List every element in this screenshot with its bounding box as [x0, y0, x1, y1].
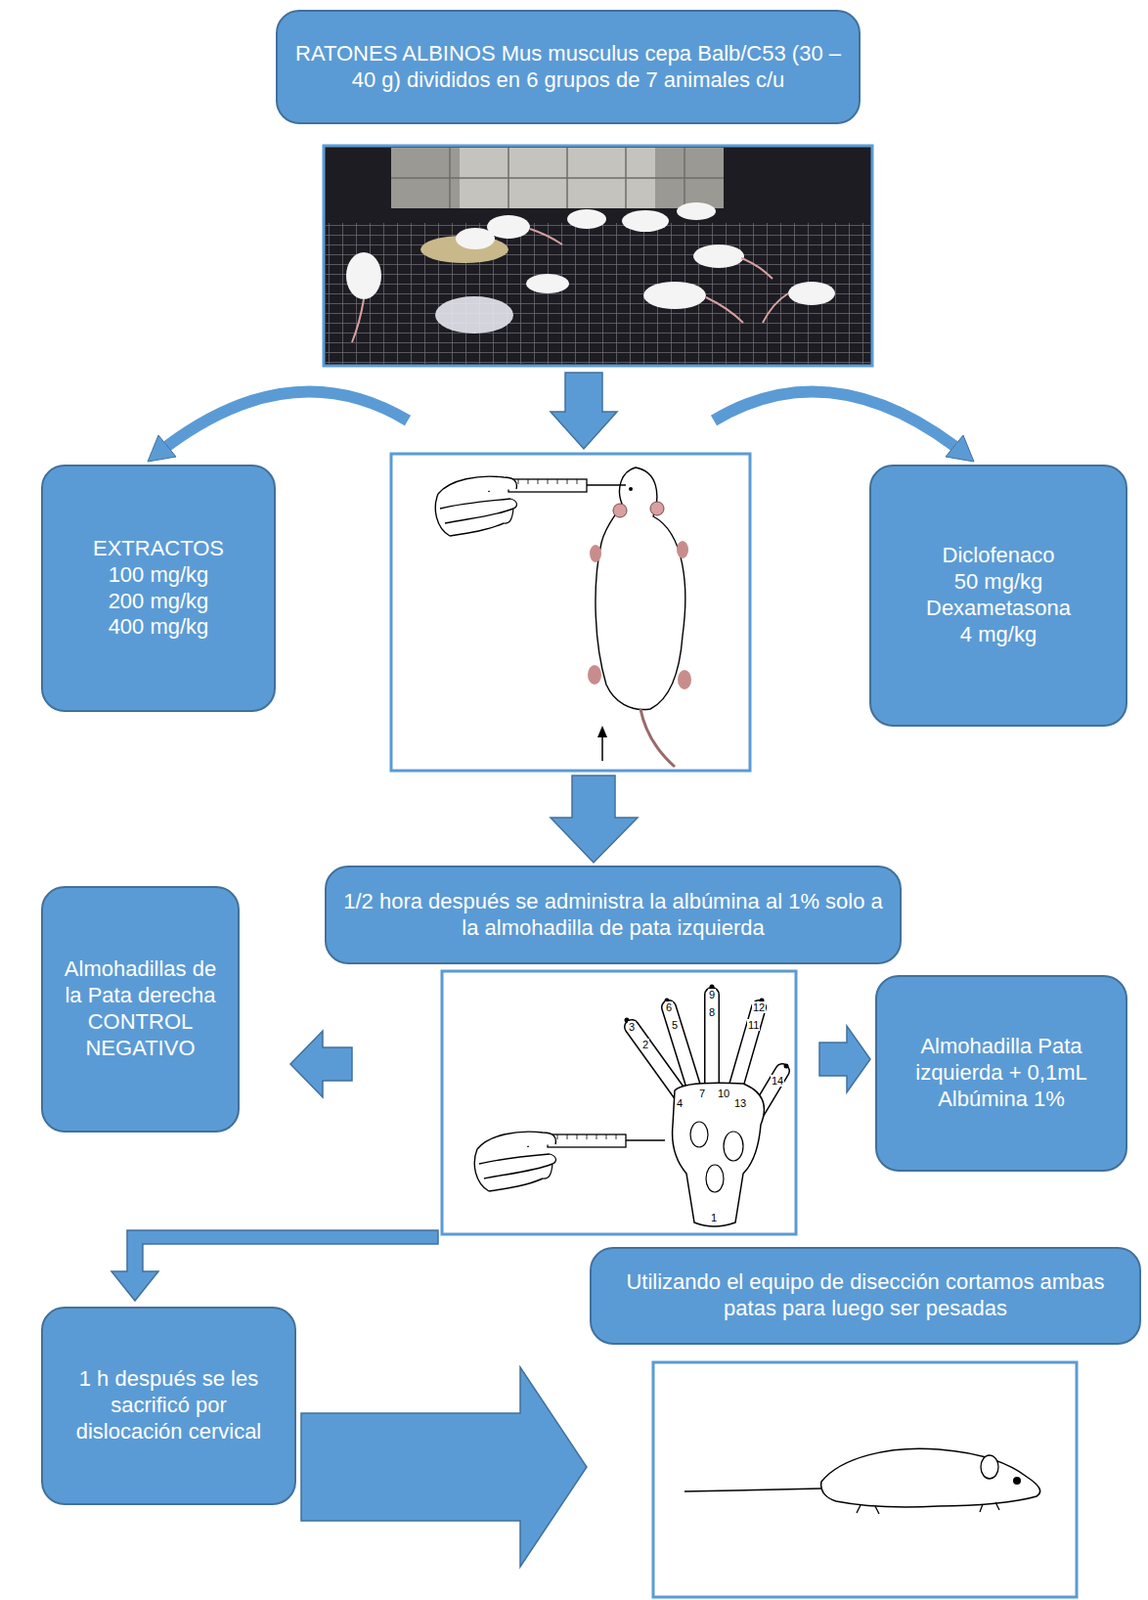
- box-text: 400 mg/kg: [108, 614, 210, 641]
- callout-number: 1: [709, 1211, 718, 1224]
- process-box: RATONES ALBINOS Mus musculus cepa Balb/C…: [275, 9, 861, 125]
- box-text: RATONES ALBINOS Mus musculus cepa Balb/C…: [291, 41, 845, 94]
- mice-photo: [323, 145, 873, 366]
- curved-arrow: [713, 391, 974, 462]
- callout-number: 8: [707, 1006, 716, 1018]
- box-text: Almohadilla Pata izquierda + 0,1mL Albúm…: [890, 1033, 1112, 1112]
- box-text: 100 mg/kg: [108, 562, 210, 589]
- callout-number: 11: [747, 1018, 760, 1031]
- process-box: EXTRACTOS100 mg/kg200 mg/kg400 mg/kg: [41, 464, 276, 712]
- curved-arrow: [147, 391, 408, 462]
- mouse-illustration: [653, 1362, 1077, 1597]
- callout-number: 10: [716, 1087, 731, 1100]
- callout-number: 13: [733, 1097, 748, 1109]
- callout-number: 6: [664, 1001, 673, 1014]
- box-text: EXTRACTOS: [92, 535, 224, 563]
- process-box: 1 h después se les sacrificó por disloca…: [41, 1306, 297, 1505]
- box-text: Dexametasona: [926, 595, 1071, 622]
- block-arrow: [290, 1030, 353, 1098]
- process-box: Almohadillas de la Pata derecha CONTROL …: [41, 885, 240, 1133]
- box-text: 4 mg/kg: [960, 621, 1037, 649]
- callout-number: 3: [627, 1020, 636, 1033]
- box-text: 50 mg/kg: [954, 569, 1044, 596]
- block-arrow: [301, 1367, 587, 1567]
- block-arrow: [819, 1025, 871, 1093]
- process-box: Utilizando el equipo de disección cortam…: [589, 1246, 1142, 1345]
- box-text: 200 mg/kg: [108, 588, 210, 616]
- paw-illustration: [441, 971, 796, 1235]
- callout-number: 9: [707, 988, 716, 1001]
- process-box: 1/2 hora después se administra la albúmi…: [324, 865, 902, 965]
- callout-number: 14: [770, 1074, 785, 1087]
- box-text: Utilizando el equipo de disección cortam…: [605, 1269, 1126, 1323]
- callout-number: 5: [670, 1018, 679, 1031]
- box-text: 1/2 hora después se administra la albúmi…: [340, 888, 886, 942]
- box-text: 1 h después se les sacrificó por disloca…: [56, 1366, 281, 1445]
- block-arrow: [111, 1230, 439, 1301]
- block-arrow: [550, 775, 638, 863]
- callout-number: 2: [641, 1038, 650, 1051]
- box-text: Almohadillas de la Pata derecha CONTROL …: [56, 956, 224, 1061]
- box-text: Diclofenaco: [942, 542, 1056, 570]
- callout-number: 4: [675, 1097, 684, 1109]
- process-box: Almohadilla Pata izquierda + 0,1mL Albúm…: [875, 974, 1128, 1172]
- injection-illustration: [391, 453, 751, 771]
- process-box: Diclofenaco50 mg/kgDexametasona4 mg/kg: [869, 464, 1128, 727]
- callout-number: 7: [698, 1087, 707, 1100]
- block-arrow: [550, 372, 618, 449]
- callout-number: 12: [751, 1001, 766, 1014]
